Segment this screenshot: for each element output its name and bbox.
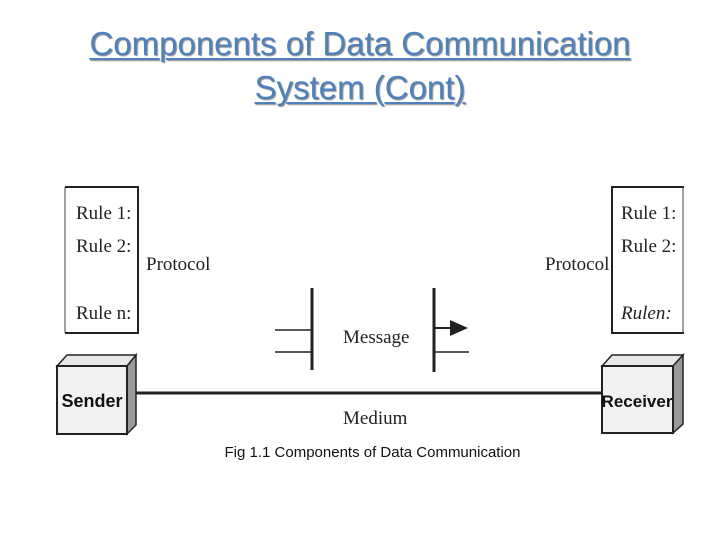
sender-rule-box: Rule 1: Rule 2: Rule n: bbox=[64, 186, 139, 334]
medium-label: Medium bbox=[343, 408, 408, 429]
sender-rule-2: Rule 2: bbox=[76, 236, 131, 257]
receiver-label: Receiver bbox=[602, 392, 673, 411]
receiver-box: Receiver bbox=[600, 353, 685, 435]
arrow-right-icon bbox=[434, 320, 468, 336]
figure-caption: Fig 1.1 Components of Data Communication bbox=[224, 444, 521, 461]
slide-title-line-2: System (Cont) bbox=[254, 69, 466, 106]
receiver-rule-n: Rulen: bbox=[620, 303, 672, 324]
receiver-protocol-label: Protocol bbox=[545, 254, 609, 275]
sender-box: Sender bbox=[55, 352, 138, 436]
receiver-rule-1: Rule 1: bbox=[621, 203, 676, 224]
slide-title: Components of Data Communication System … bbox=[0, 22, 720, 110]
slide-title-line-1: Components of Data Communication bbox=[89, 25, 631, 62]
sender-rule-1: Rule 1: bbox=[76, 203, 131, 224]
sender-protocol-label: Protocol bbox=[146, 254, 210, 275]
receiver-rule-2: Rule 2: bbox=[621, 236, 676, 257]
message-document-icon bbox=[275, 288, 469, 372]
message-label: Message bbox=[343, 327, 409, 348]
sender-label: Sender bbox=[61, 391, 122, 411]
sender-rule-n: Rule n: bbox=[76, 303, 131, 324]
receiver-rule-box: Rule 1: Rule 2: Rulen: bbox=[611, 186, 684, 334]
